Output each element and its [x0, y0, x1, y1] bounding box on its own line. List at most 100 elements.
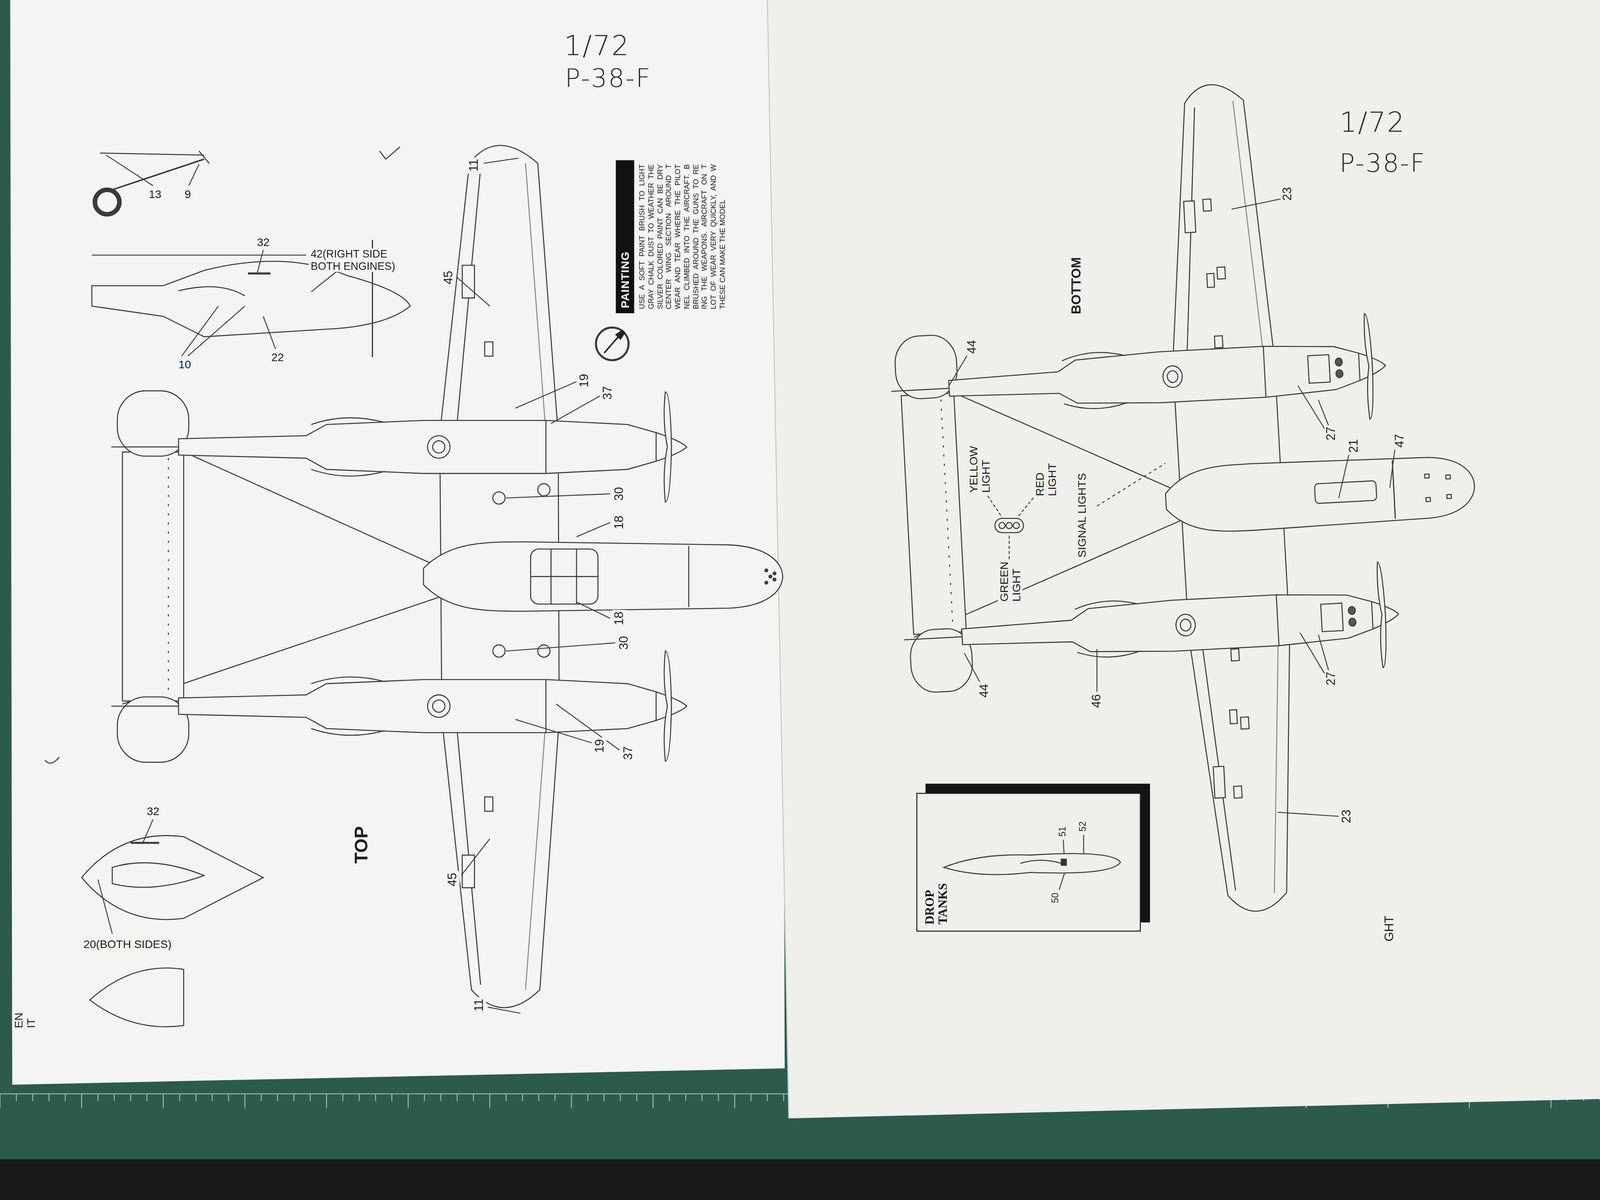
- ruler-tick: [179, 1094, 180, 1102]
- leader-line: [461, 838, 490, 876]
- nose-detail-view: [81, 835, 264, 920]
- leader-line: [1298, 385, 1325, 429]
- leader-line: [1096, 463, 1166, 506]
- tail-boom: [947, 340, 1387, 414]
- access-panel: [1217, 267, 1226, 280]
- check-mark: [44, 757, 60, 764]
- panel-line: [1392, 460, 1396, 520]
- paint-icon: [603, 330, 625, 354]
- callout-number: 11: [473, 996, 487, 1014]
- drop-tanks-inset: DROP TANKS: [916, 792, 1141, 932]
- leader-line: [483, 158, 519, 164]
- access-panel: [1240, 717, 1249, 730]
- gear-leg: [198, 151, 210, 164]
- callout-number: 22: [269, 350, 287, 364]
- leader-line: [1300, 632, 1325, 674]
- ruler-tick: [685, 1094, 687, 1102]
- panel-line: [525, 719, 546, 990]
- spinner-line: [1371, 601, 1374, 629]
- ruler-tick: [97, 1094, 99, 1102]
- flap-line: [455, 719, 481, 985]
- intake: [1348, 606, 1356, 615]
- signal-light: [1005, 522, 1012, 529]
- leader-line: [1318, 634, 1329, 671]
- propeller: [664, 391, 672, 502]
- ruler-tick: [457, 1094, 458, 1102]
- ruler-tick: [734, 1094, 735, 1109]
- turbocharger: [432, 440, 445, 454]
- callout-number: 18: [612, 513, 627, 532]
- leader-line: [257, 250, 264, 274]
- ruler-tick: [16, 1094, 17, 1102]
- ruler-tick: [228, 1094, 229, 1102]
- ruler-tick: [0, 1094, 1, 1109]
- propeller: [664, 651, 672, 762]
- flap-line: [1173, 107, 1208, 364]
- leader-line: [487, 1007, 521, 1014]
- callout-number: 19: [593, 736, 607, 755]
- access-panel: [1425, 497, 1431, 502]
- access-panel: [1233, 786, 1243, 799]
- ruler-tick: [718, 1094, 719, 1102]
- gun-muzzle: [765, 581, 768, 585]
- intake: [1348, 618, 1357, 627]
- tail-boom: [178, 420, 687, 474]
- ruler-tick: [342, 1094, 344, 1102]
- tail-boom: [178, 679, 687, 733]
- chin-scoop: [1307, 354, 1331, 384]
- ruler-tick: [277, 1094, 278, 1102]
- ruler-tick: [652, 1094, 654, 1109]
- nose-detail-view: [89, 967, 184, 1027]
- leader-line: [1231, 198, 1281, 210]
- leader-line: [964, 653, 980, 682]
- leader-line: [1318, 400, 1329, 426]
- leader-line: [142, 819, 154, 843]
- panel-line: [545, 420, 547, 474]
- label-text: RED LIGHT: [1033, 461, 1059, 499]
- panel-line: [1276, 594, 1279, 646]
- leader-line: [1389, 448, 1395, 488]
- callout-number: 45: [442, 268, 456, 287]
- callout-number: 23: [1340, 807, 1354, 826]
- spinner-line: [655, 691, 657, 721]
- label-text: 42(RIGHT SIDE BOTH ENGINES): [308, 248, 410, 272]
- leader-line: [187, 305, 245, 356]
- paper-sheet: [10, 0, 785, 1085]
- callout-number: 19: [577, 371, 592, 390]
- ruler-tick: [522, 1094, 523, 1102]
- exhaust-mark: [130, 842, 160, 844]
- leader-line: [555, 703, 620, 750]
- panel-line: [1232, 100, 1264, 361]
- leader-line: [181, 305, 219, 356]
- leader-line: [1096, 648, 1098, 692]
- elevator: [122, 451, 184, 701]
- leader-line: [98, 879, 113, 934]
- access-panel: [1446, 494, 1452, 499]
- chin-scoop: [1320, 603, 1344, 632]
- check-mark: [379, 146, 400, 160]
- gun-muzzle: [773, 572, 776, 575]
- callout-number: 50: [1051, 890, 1062, 906]
- panel-line: [525, 163, 546, 434]
- label-text: SIGNAL LIGHTS: [1075, 471, 1088, 560]
- fuel-cap: [1061, 859, 1067, 866]
- paint-icon: [596, 327, 629, 360]
- note-body: USE A SOFT PAINT BRUSH TO LIGHT GRAY CHA…: [634, 160, 731, 314]
- exhaust-mark: [248, 273, 271, 274]
- callout-number: 10: [176, 357, 194, 371]
- tail-boom: [960, 588, 1400, 663]
- callout-number: 44: [977, 682, 992, 700]
- ruler-tick: [669, 1094, 670, 1102]
- ruler-tick: [620, 1094, 621, 1102]
- access-panel: [1424, 474, 1430, 479]
- label-text: GHT: [1382, 913, 1397, 944]
- signal-light: [1013, 522, 1020, 529]
- callout-number: 27: [1325, 425, 1339, 443]
- label-text: YELLOW LIGHT: [967, 444, 992, 495]
- turbocharger: [427, 435, 450, 459]
- callout-number: 47: [1393, 432, 1407, 450]
- callout-number: 21: [1347, 436, 1361, 455]
- ruler-tick: [603, 1094, 605, 1102]
- access-panel: [484, 796, 493, 812]
- access-panel: [1230, 648, 1240, 662]
